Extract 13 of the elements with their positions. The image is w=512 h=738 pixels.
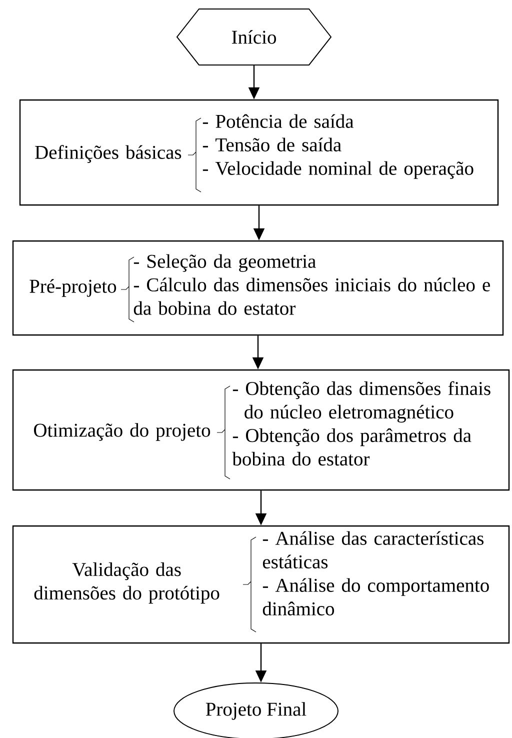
bullet-item: - Análise das características estáticas bbox=[262, 531, 484, 568]
bullet-item: - Cálculo das dimensões iniciais do núcleo e da bobina do estator bbox=[134, 278, 490, 315]
step-heading: Pré-projeto bbox=[30, 279, 116, 297]
bullet-item: - Velocidade nominal de operação bbox=[202, 161, 474, 179]
bullet-item: - Seleção da geometria bbox=[134, 254, 316, 272]
step-heading: Otimização do projeto bbox=[34, 423, 210, 441]
step-heading: Validação das dimensões do protótipo bbox=[34, 562, 220, 604]
bullet-item: - Análise do comportamento dinâmico bbox=[262, 578, 489, 616]
bullet-item: - Obtenção das dimensões finais do núcleo eletromagnético bbox=[232, 381, 490, 423]
step-heading: Definições básicas bbox=[35, 145, 182, 163]
bullet-item: - Tensão de saída bbox=[202, 138, 342, 152]
bullet-item: - Obtenção dos parâmetros da bobina do estator bbox=[232, 428, 472, 466]
bullet-item: - Potência de saída bbox=[202, 114, 354, 128]
